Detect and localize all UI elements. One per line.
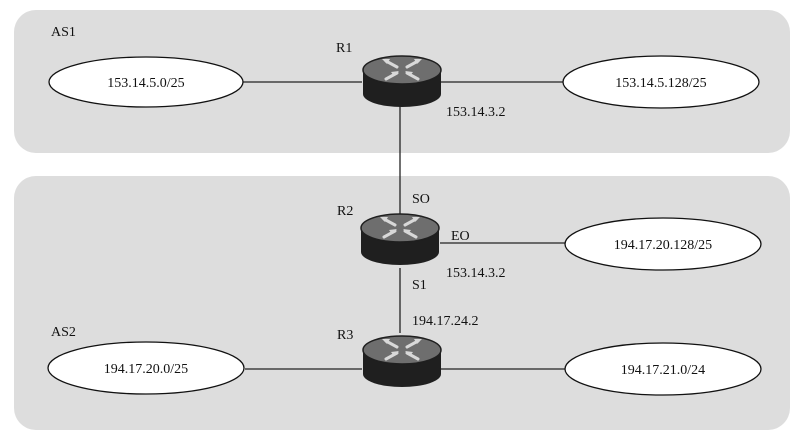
network-n3: 194.17.20.128/25 — [564, 217, 762, 271]
r1-address-label: 153.14.3.2 — [446, 105, 506, 120]
router-r1-label: R1 — [336, 41, 352, 56]
network-label: 153.14.5.0/25 — [107, 76, 184, 91]
as1-label: AS1 — [51, 25, 76, 40]
router-icon — [361, 54, 443, 109]
r2-s1-label: S1 — [412, 278, 427, 293]
r2-e0-label: EO — [451, 229, 470, 244]
network-label: 194.17.21.0/24 — [621, 363, 705, 378]
router-icon — [359, 212, 441, 267]
router-r1 — [361, 54, 443, 109]
as2-label: AS2 — [51, 325, 76, 340]
network-n2: 153.14.5.128/25 — [562, 55, 760, 109]
network-n1: 153.14.5.0/25 — [48, 56, 244, 108]
router-r3 — [361, 334, 443, 389]
r3-address-label: 194.17.24.2 — [412, 314, 479, 329]
r2-address-label: 153.14.3.2 — [446, 266, 506, 281]
router-r3-label: R3 — [337, 328, 353, 343]
router-icon — [361, 334, 443, 389]
links — [243, 81, 565, 370]
router-r2-label: R2 — [337, 204, 353, 219]
network-label: 194.17.20.0/25 — [104, 362, 188, 377]
network-label: 153.14.5.128/25 — [615, 76, 706, 91]
network-label: 194.17.20.128/25 — [614, 238, 712, 253]
network-n4: 194.17.20.0/25 — [47, 341, 245, 395]
r2-s0-label: SO — [412, 192, 430, 207]
network-n5: 194.17.21.0/24 — [564, 342, 762, 396]
router-r2 — [359, 212, 441, 267]
